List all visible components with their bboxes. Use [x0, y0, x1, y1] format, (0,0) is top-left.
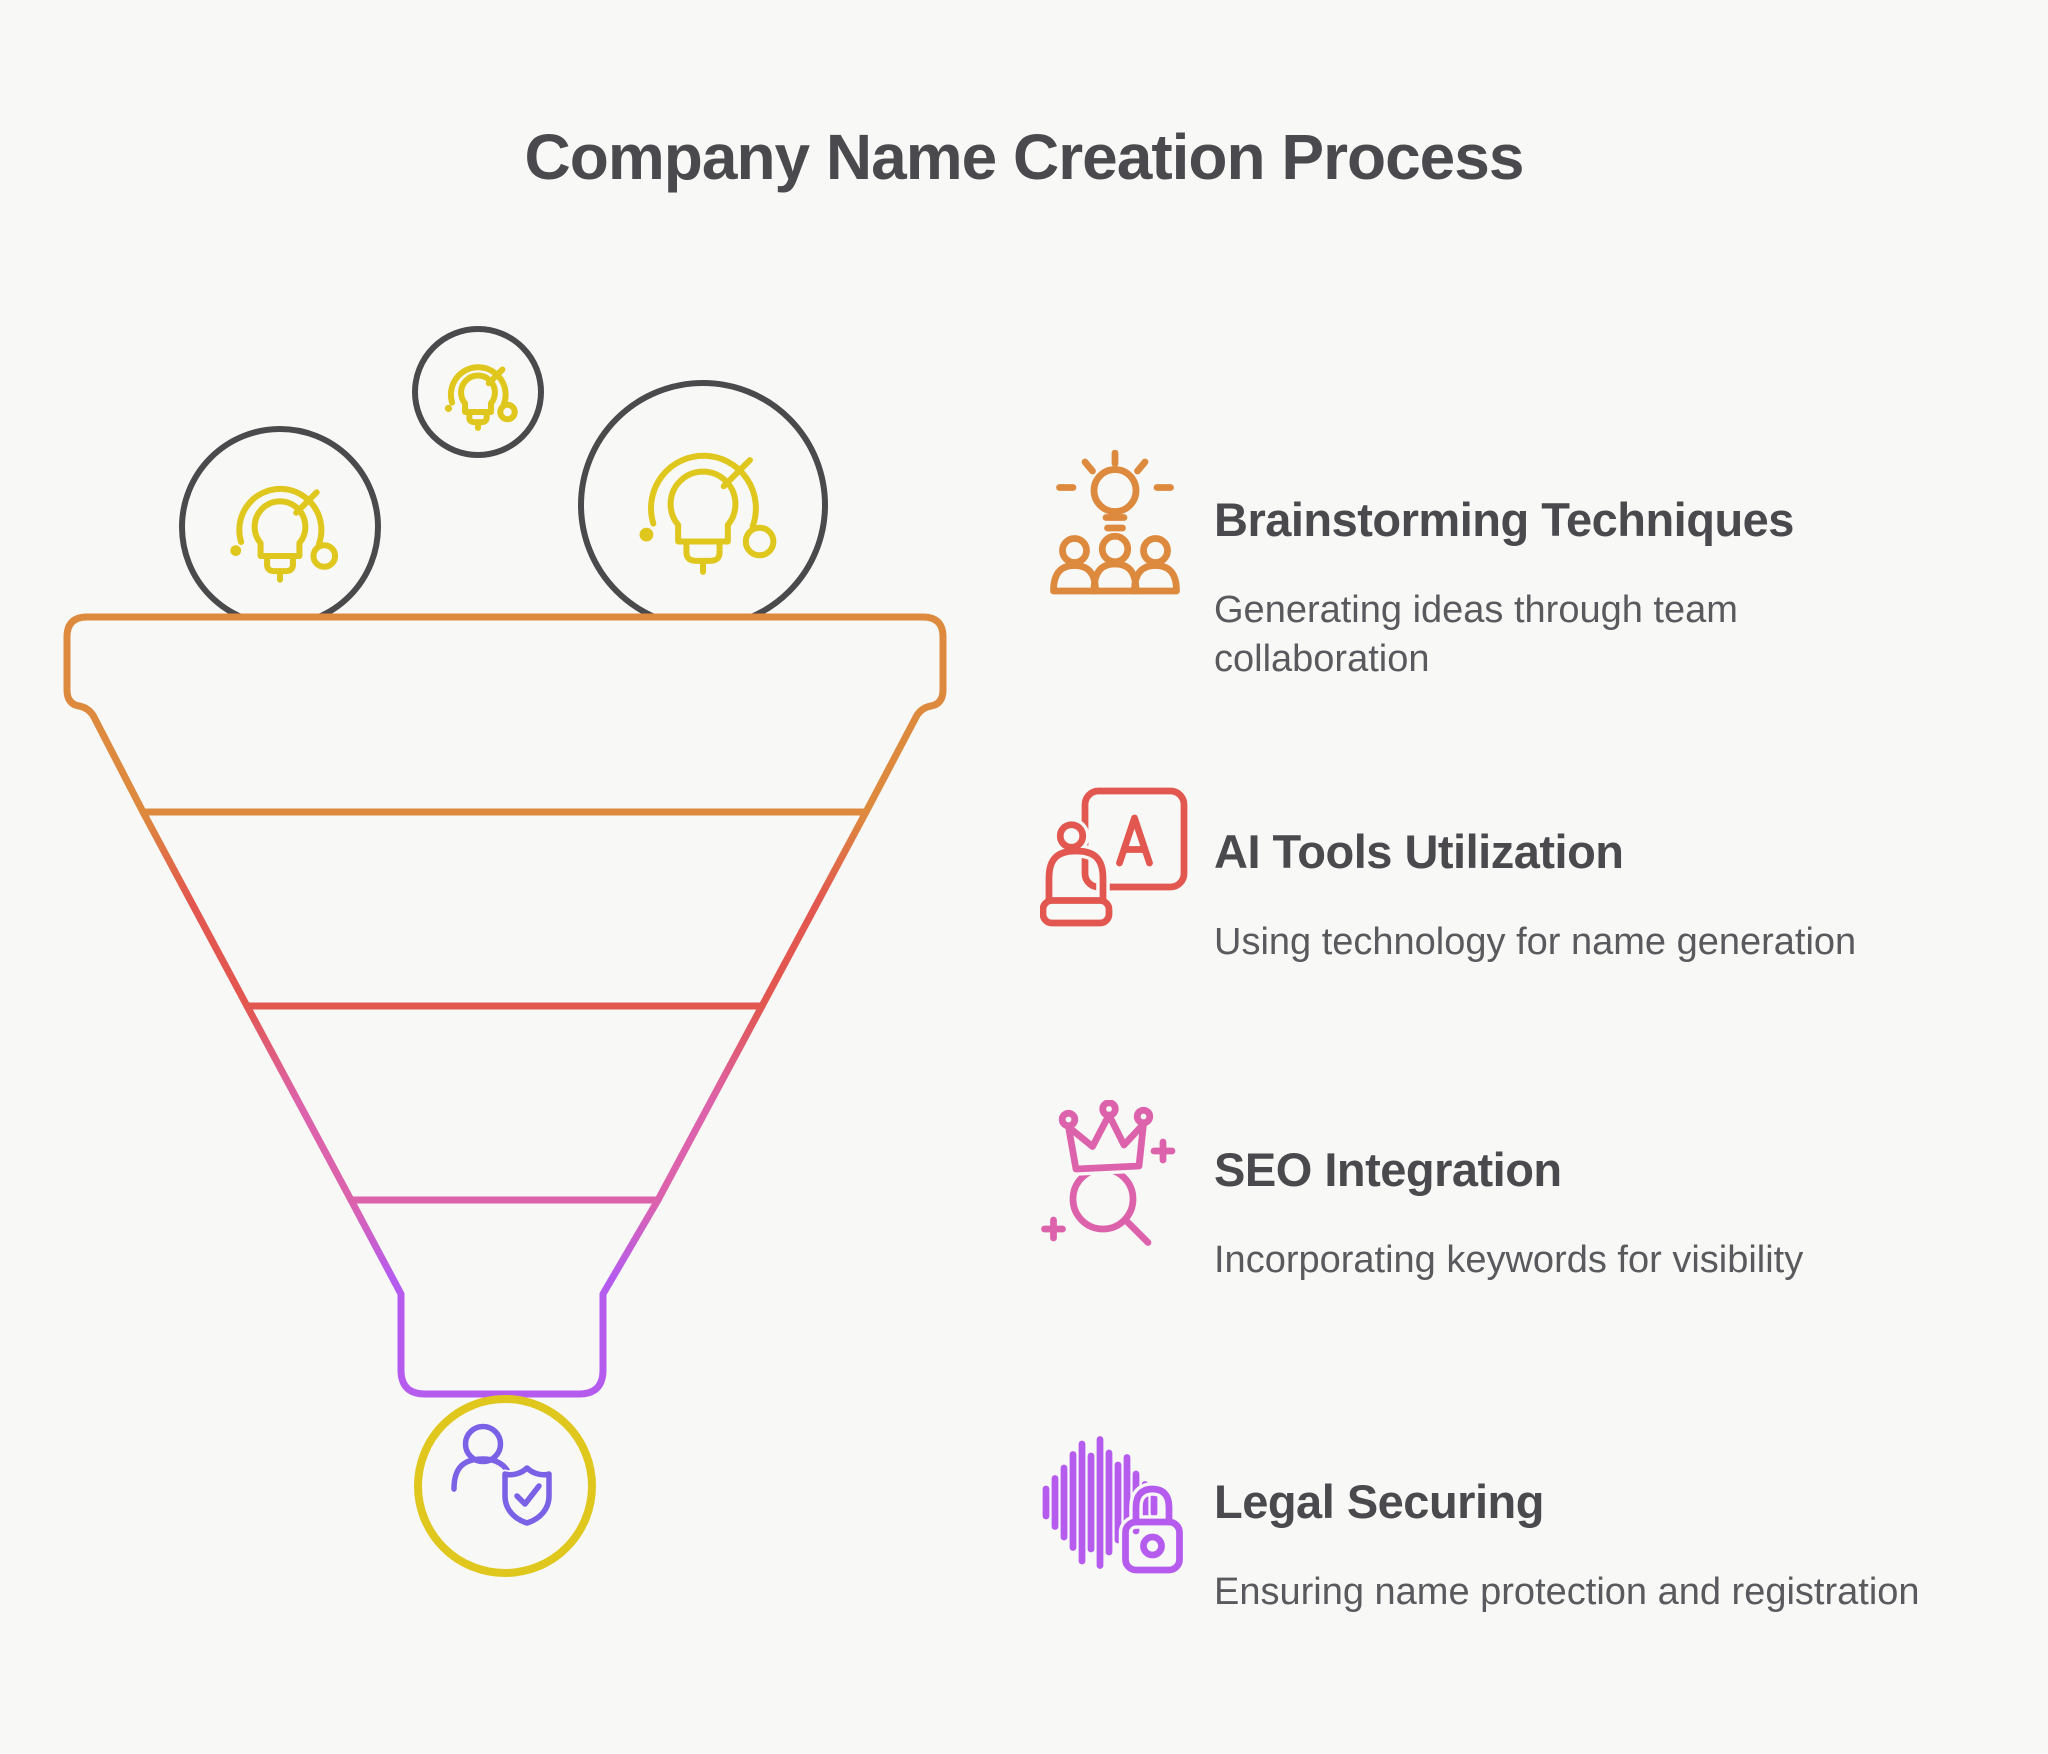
idea-bulb-icon: [640, 456, 774, 572]
funnel-stage-2: [139, 808, 870, 1010]
step-ai-tools: AI Tools Utilization Using technology fo…: [1040, 782, 2044, 967]
brainstorming-icon: [1040, 450, 1190, 600]
idea-circle-left: [179, 426, 381, 628]
step-brainstorming: Brainstorming Techniques Generating idea…: [1040, 450, 2044, 684]
idea-bulb-icon: [230, 489, 335, 580]
step-title: Legal Securing: [1214, 1475, 1544, 1528]
funnel-stage-1: [63, 613, 947, 816]
ai-tools-icon: [1040, 782, 1190, 932]
legal-icon: [1040, 1432, 1190, 1582]
page-title: Company Name Creation Process: [524, 121, 1525, 193]
step-description: Incorporating keywords for visibility: [1214, 1239, 1804, 1281]
idea-circle-right: [578, 380, 828, 630]
step-title: AI Tools Utilization: [1214, 825, 1624, 878]
step-title: Brainstorming Techniques: [1214, 493, 1794, 546]
seo-icon: [1040, 1100, 1190, 1250]
idea-circle-small: [412, 326, 544, 458]
step-seo: SEO Integration Incorporating keywords f…: [1040, 1100, 2044, 1285]
step-title: SEO Integration: [1214, 1143, 1562, 1196]
step-description: Ensuring name protection and registratio…: [1214, 1571, 1920, 1613]
funnel-stage-3: [243, 1002, 766, 1204]
idea-bulb-icon: [445, 367, 515, 428]
step-description: Generating ideas through team collaborat…: [1214, 589, 1738, 680]
person-shield-check-icon: [451, 1423, 554, 1528]
funnel-stage-4-spout: [347, 1196, 662, 1398]
step-description: Using technology for name generation: [1214, 921, 1857, 963]
step-legal: Legal Securing Ensuring name protection …: [1040, 1432, 2044, 1617]
result-circle: [414, 1395, 596, 1577]
